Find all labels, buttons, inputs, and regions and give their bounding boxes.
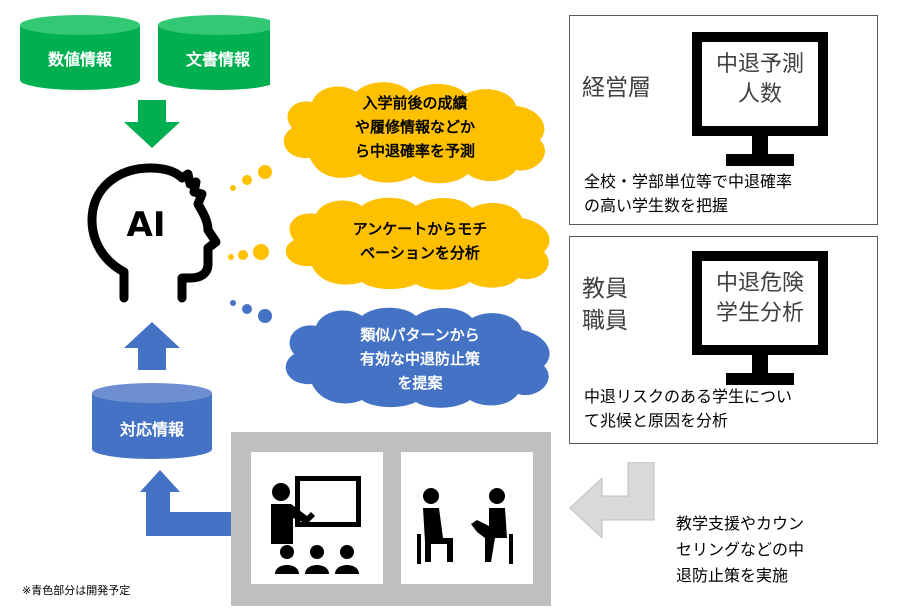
cloud-2-line-1: アンケートからモチ: [353, 220, 487, 238]
management-description-line-1: 全校・学部単位等で中退確率: [584, 172, 793, 191]
ai-head-icon: AI: [87, 163, 221, 303]
monitor-icon: [692, 32, 828, 166]
management-description: 全校・学部単位等で中退確率 の高い学生数を把握: [584, 170, 792, 218]
management-screen-text: 中退予測 人数: [702, 50, 818, 110]
blue-return-arrow-icon: [140, 470, 232, 536]
cloud-motivation-analysis: アンケートからモチ ベーションを分析: [285, 197, 550, 290]
numeric-info-database: 数値情報: [20, 15, 140, 90]
staff-role-line-1: 教員: [582, 276, 628, 302]
management-panel: 経営層 中退予測 人数 全校・学部単位等で中退確率 の高い学生数を把握: [569, 15, 878, 225]
cloud-prevention-proposal: 類似パターンから 有効な中退防止策 を提案: [285, 307, 550, 408]
management-description-line-2: の高い学生数を把握: [584, 196, 729, 215]
management-role-label: 経営層: [582, 72, 651, 104]
staff-screen-text: 中退危険 学生分析: [702, 269, 818, 329]
support-line-3: 退防止策を実施: [676, 566, 789, 585]
green-down-arrow-icon: [124, 100, 180, 148]
staff-description-line-1: 中退リスクのある学生につい: [584, 387, 793, 406]
blue-up-arrow-icon: [124, 322, 180, 370]
cloud-1-line-3: ら中退確率を予測: [355, 142, 475, 160]
thought-bubble-dots: [228, 165, 272, 323]
lecture-panel: [251, 452, 383, 584]
response-info-label: 対応情報: [119, 420, 185, 439]
staff-panel: 教員 職員 中退危険 学生分析 中退リスクのある学生につい て兆候と原因を分析: [569, 236, 878, 444]
management-screen-line-1: 中退予測: [715, 52, 804, 77]
numeric-info-label: 数値情報: [48, 50, 113, 69]
footnote: ※青色部分は開発予定: [22, 584, 131, 597]
cloud-3-line-1: 類似パターンから: [359, 326, 479, 344]
ai-label: AI: [127, 205, 166, 245]
cloud-3-line-2: 有効な中退防止策: [360, 350, 481, 368]
counseling-panel: [401, 452, 533, 584]
staff-description: 中退リスクのある学生につい て兆候と原因を分析: [584, 385, 792, 433]
monitor-icon: [692, 251, 828, 385]
staff-screen-line-2: 学生分析: [715, 301, 804, 326]
cloud-1-line-2: や履修情報などか: [355, 118, 475, 136]
counseling-icon: [417, 488, 513, 564]
management-role-line-1: 経営層: [582, 75, 651, 101]
staff-screen-line-1: 中退危険: [715, 271, 804, 296]
cloud-2-line-2: ベーションを分析: [360, 244, 480, 262]
cloud-grade-prediction: 入学前後の成績 や履修情報などか ら中退確率を予測: [283, 82, 545, 184]
document-info-database: 文書情報: [158, 15, 270, 90]
staff-role-line-2: 職員: [582, 308, 628, 334]
support-line-2: セリングなどの中: [676, 540, 805, 559]
data-source-cylinders: 数値情報 文書情報: [20, 15, 270, 90]
support-line-1: 教学支援やカウン: [676, 514, 805, 533]
cloud-1-line-1: 入学前後の成績: [362, 94, 467, 112]
response-info-database: 対応情報: [92, 383, 212, 459]
gray-return-arrow-icon: [569, 462, 655, 540]
document-info-label: 文書情報: [186, 50, 251, 69]
support-activities-area: [231, 432, 551, 606]
management-screen-line-2: 人数: [737, 82, 782, 107]
cloud-3-line-3: を提案: [397, 374, 443, 392]
staff-description-line-2: て兆候と原因を分析: [584, 411, 729, 430]
staff-role-label: 教員 職員: [582, 273, 628, 337]
teacher-lecture-icon: [271, 476, 361, 574]
support-description: 教学支援やカウン セリングなどの中 退防止策を実施: [676, 511, 804, 589]
